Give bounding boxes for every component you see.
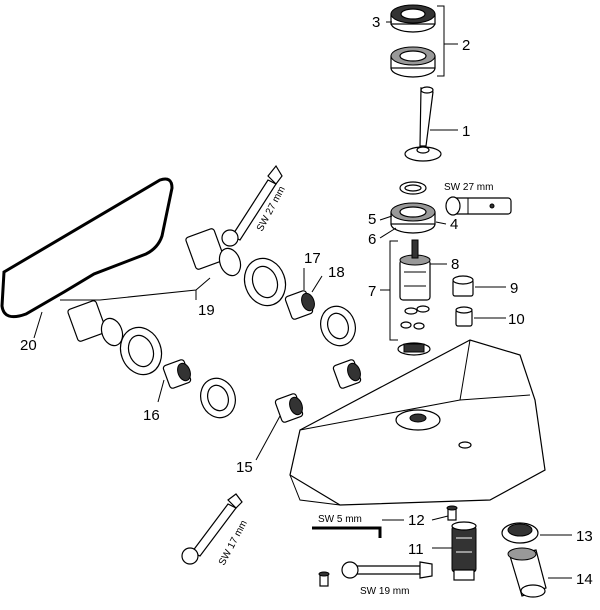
label-20: 20	[20, 337, 37, 354]
label-8: 8	[451, 256, 459, 273]
label-14: 14	[576, 571, 593, 588]
wrench-sw17	[181, 493, 243, 565]
label-3: 3	[372, 14, 380, 31]
label-11: 11	[408, 541, 424, 558]
hex-key-sw27	[445, 196, 512, 216]
label-16: 16	[143, 407, 160, 424]
label-15: 15	[236, 459, 253, 476]
part-15-nipple-lower	[274, 393, 304, 423]
part-17-nipple	[284, 290, 315, 320]
label-19: 19	[198, 302, 215, 319]
part-3-ring	[390, 4, 436, 33]
label-5: 5	[368, 211, 376, 228]
part-11-diverter	[451, 521, 477, 581]
part-16-nut	[200, 377, 236, 419]
part-5-6-nut	[390, 202, 436, 234]
tool-label-sw5: SW 5 mm	[318, 514, 362, 525]
part-13-aerator	[501, 522, 539, 544]
connector-ring-lower	[119, 326, 163, 376]
label-17: 17	[304, 250, 321, 267]
part-10-cap	[455, 306, 473, 327]
screw-12	[446, 505, 458, 521]
cartridge-seals	[397, 305, 431, 356]
label-9: 9	[510, 280, 518, 297]
part-19-connector-lower	[67, 300, 124, 347]
part-16-nipple	[162, 359, 192, 389]
o-ring-top	[399, 181, 427, 195]
part-2-bearing	[390, 46, 436, 78]
label-2: 2	[462, 37, 470, 54]
part-15-nipple-upper	[332, 359, 362, 389]
label-12: 12	[408, 512, 425, 529]
label-13: 13	[576, 528, 593, 545]
label-7: 7	[368, 283, 376, 300]
screw-small	[318, 571, 330, 587]
tool-label-sw19: SW 19 mm	[360, 586, 409, 597]
part-1-lever	[404, 86, 442, 162]
mixer-body	[289, 339, 546, 506]
part-19-connector-upper	[185, 228, 242, 277]
label-10: 10	[508, 311, 525, 328]
label-4: 4	[450, 216, 458, 233]
label-6: 6	[368, 231, 376, 248]
wrench-sw19	[341, 561, 433, 579]
part-8-cartridge	[399, 239, 431, 301]
part-14-spout-insert	[507, 547, 547, 598]
wrench-sw27-left	[221, 164, 283, 247]
part-18-nut	[320, 305, 356, 347]
tool-label-sw27-top: SW 27 mm	[444, 182, 493, 193]
connector-ring-upper	[243, 257, 287, 307]
hex-key-sw5	[312, 526, 382, 538]
part-9-cap	[452, 275, 474, 297]
label-1: 1	[462, 123, 470, 140]
part-20-gasket	[0, 177, 174, 319]
label-18: 18	[328, 264, 345, 281]
